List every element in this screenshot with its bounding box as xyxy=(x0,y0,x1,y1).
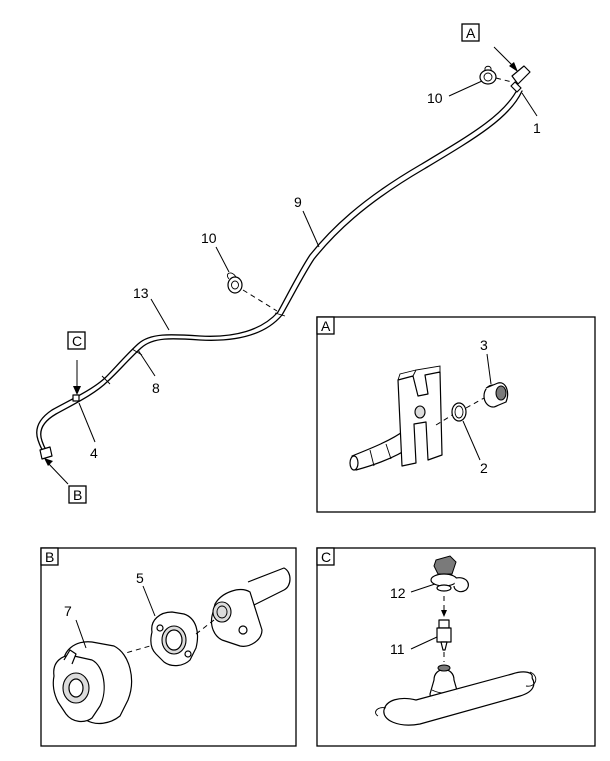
clip-10-middle xyxy=(226,272,243,294)
inset-b: B xyxy=(40,547,297,747)
callout-4: 4 xyxy=(90,445,98,461)
callout-1: 1 xyxy=(533,120,541,136)
callout-5: 5 xyxy=(136,570,144,586)
tube-9 xyxy=(277,87,519,313)
svg-text:B: B xyxy=(45,549,54,565)
callout-10-top: 10 xyxy=(427,90,443,106)
fitting-1 xyxy=(511,65,531,85)
callout-8: 8 xyxy=(152,380,160,396)
seal-ring-2 xyxy=(451,402,467,422)
gasket-5 xyxy=(150,611,199,667)
callout-9: 9 xyxy=(294,194,302,210)
bleeder-11 xyxy=(436,619,452,651)
view-tag-a: A xyxy=(461,23,480,42)
callout-11: 11 xyxy=(390,641,405,657)
callout-3: 3 xyxy=(480,337,488,353)
view-tag-c: C xyxy=(67,331,86,350)
svg-text:A: A xyxy=(321,318,331,334)
callout-2: 2 xyxy=(480,460,488,476)
callout-10-middle: 10 xyxy=(201,230,217,246)
view-tag-b: B xyxy=(68,485,87,504)
svg-text:B: B xyxy=(73,487,82,503)
clip-10-top xyxy=(479,65,497,85)
tube-4 xyxy=(36,377,106,453)
inset-c: C xyxy=(316,547,596,747)
svg-text:C: C xyxy=(72,333,82,349)
tube-13 xyxy=(104,311,279,379)
callout-7: 7 xyxy=(64,603,72,619)
end-fitting xyxy=(39,446,53,460)
cap-3 xyxy=(483,382,509,408)
callout-13: 13 xyxy=(133,285,149,301)
svg-text:A: A xyxy=(466,25,476,41)
svg-text:C: C xyxy=(321,549,331,565)
inset-a: A xyxy=(316,316,596,513)
bleeder-fitting xyxy=(72,394,80,402)
cap-12 xyxy=(430,555,469,593)
cover-7 xyxy=(52,641,133,725)
main-assembly xyxy=(36,46,538,485)
callout-12: 12 xyxy=(390,585,406,601)
